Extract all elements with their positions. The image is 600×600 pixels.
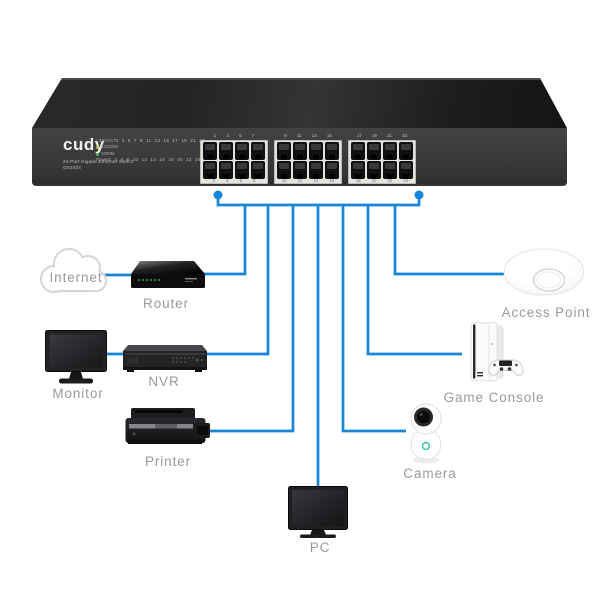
rj45-port (325, 142, 339, 160)
rj45-port (235, 161, 249, 179)
access-point-label: Access Point (501, 305, 591, 320)
port-numbers-group1-bottom: 2 4 6 8 (212, 178, 256, 183)
router-icon (131, 261, 205, 288)
rj45-port (235, 142, 249, 160)
port-group-3: 18 20 22 24 (348, 140, 416, 184)
gamepad-icon (488, 359, 524, 376)
rj45-port (309, 142, 323, 160)
pc-label: PC (309, 540, 331, 555)
monitor-icon (45, 330, 107, 384)
internet-cloud-icon (39, 247, 108, 294)
rj45-port (277, 161, 291, 179)
camera-label: Camera (403, 466, 457, 481)
switch-product-name: 24-Port Gigabit Ethernet Switch (63, 159, 134, 164)
device-game-console (459, 322, 533, 388)
led-10-100m-icon (96, 146, 99, 150)
rj45-port (351, 161, 365, 179)
internet-label: Internet (49, 270, 103, 285)
switch-model: GS1024 (63, 165, 82, 170)
led-legend: LINK/ACT 1 3 5 7 9 11 13 15 17 19 21 23 … (96, 138, 205, 164)
rj45-port (383, 161, 397, 179)
device-nvr (121, 343, 209, 373)
camera-icon (410, 403, 442, 464)
rj45-port (251, 161, 265, 179)
monitor-label: Monitor (52, 386, 104, 401)
switch-product-text: 24-Port Gigabit Ethernet Switch GS1024 (63, 159, 134, 171)
cable-switch-to-router (204, 205, 247, 276)
rj45-port (367, 161, 381, 179)
device-printer (125, 407, 211, 451)
port-numbers-group1-top: 1 3 5 7 (213, 133, 255, 138)
rj45-port (325, 161, 339, 179)
nvr-label: NVR (148, 374, 180, 389)
device-pc (288, 486, 352, 538)
device-access-point (502, 247, 588, 301)
printer-icon (125, 408, 210, 444)
cudy-logo: cudy (63, 135, 105, 154)
port-group-2: 10 12 14 16 (274, 140, 342, 184)
access-point-icon (503, 248, 585, 296)
rj45-port (219, 161, 233, 179)
device-camera (403, 402, 453, 466)
rj45-port (293, 142, 307, 160)
legend-row-1000: 1000M (96, 151, 200, 157)
port-numbers-group3-top: 17 19 21 23 (356, 133, 408, 138)
switch-top-face (32, 78, 567, 128)
cable-switch-to-nvr (207, 205, 270, 356)
device-internet (36, 245, 116, 303)
rj45-port (399, 161, 413, 179)
cable-switch-to-camera (341, 205, 406, 433)
rj45-port (219, 142, 233, 160)
rj45-port (367, 142, 381, 160)
device-monitor (45, 330, 109, 386)
rj45-port (203, 142, 217, 160)
cable-switch-to-printer (206, 205, 295, 433)
rj45-port (399, 142, 413, 160)
legend-row-10-100: 10/100M (96, 144, 200, 150)
led-1000m-icon (96, 152, 99, 156)
rj45-port (203, 161, 217, 179)
cable-bus (216, 197, 421, 207)
bus-endpoint-dot-right (414, 190, 424, 200)
port-numbers-group2-bottom: 10 12 14 16 (281, 178, 335, 183)
rj45-port (309, 161, 323, 179)
cable-switch-to-game-console (366, 205, 462, 356)
pc-icon (288, 486, 348, 538)
router-label: Router (143, 296, 189, 311)
rj45-port (351, 142, 365, 160)
ethernet-switch: cudy 24-Port Gigabit Ethernet Switch GS1… (32, 128, 567, 186)
legend-row-linkact: LINK/ACT 1 3 5 7 9 11 13 15 17 19 21 23 (96, 138, 205, 143)
legend-row-power: Power 2 4 6 8 10 12 14 16 18 20 22 24 (96, 157, 201, 163)
bus-endpoint-dot-left (213, 190, 223, 200)
rj45-port (293, 161, 307, 179)
device-router (127, 258, 209, 294)
rj45-port (277, 142, 291, 160)
port-numbers-group3-bottom: 18 20 22 24 (355, 178, 409, 183)
port-numbers-group2-top: 9 11 13 15 (284, 133, 332, 138)
rj45-port (383, 142, 397, 160)
nvr-icon (123, 345, 207, 372)
rj45-port (251, 142, 265, 160)
game-console-icon (470, 322, 524, 382)
game-console-label: Game Console (443, 390, 545, 405)
printer-label: Printer (144, 454, 192, 469)
cable-switch-to-access-point (393, 205, 506, 276)
port-group-1: 2 4 6 8 (200, 140, 268, 184)
